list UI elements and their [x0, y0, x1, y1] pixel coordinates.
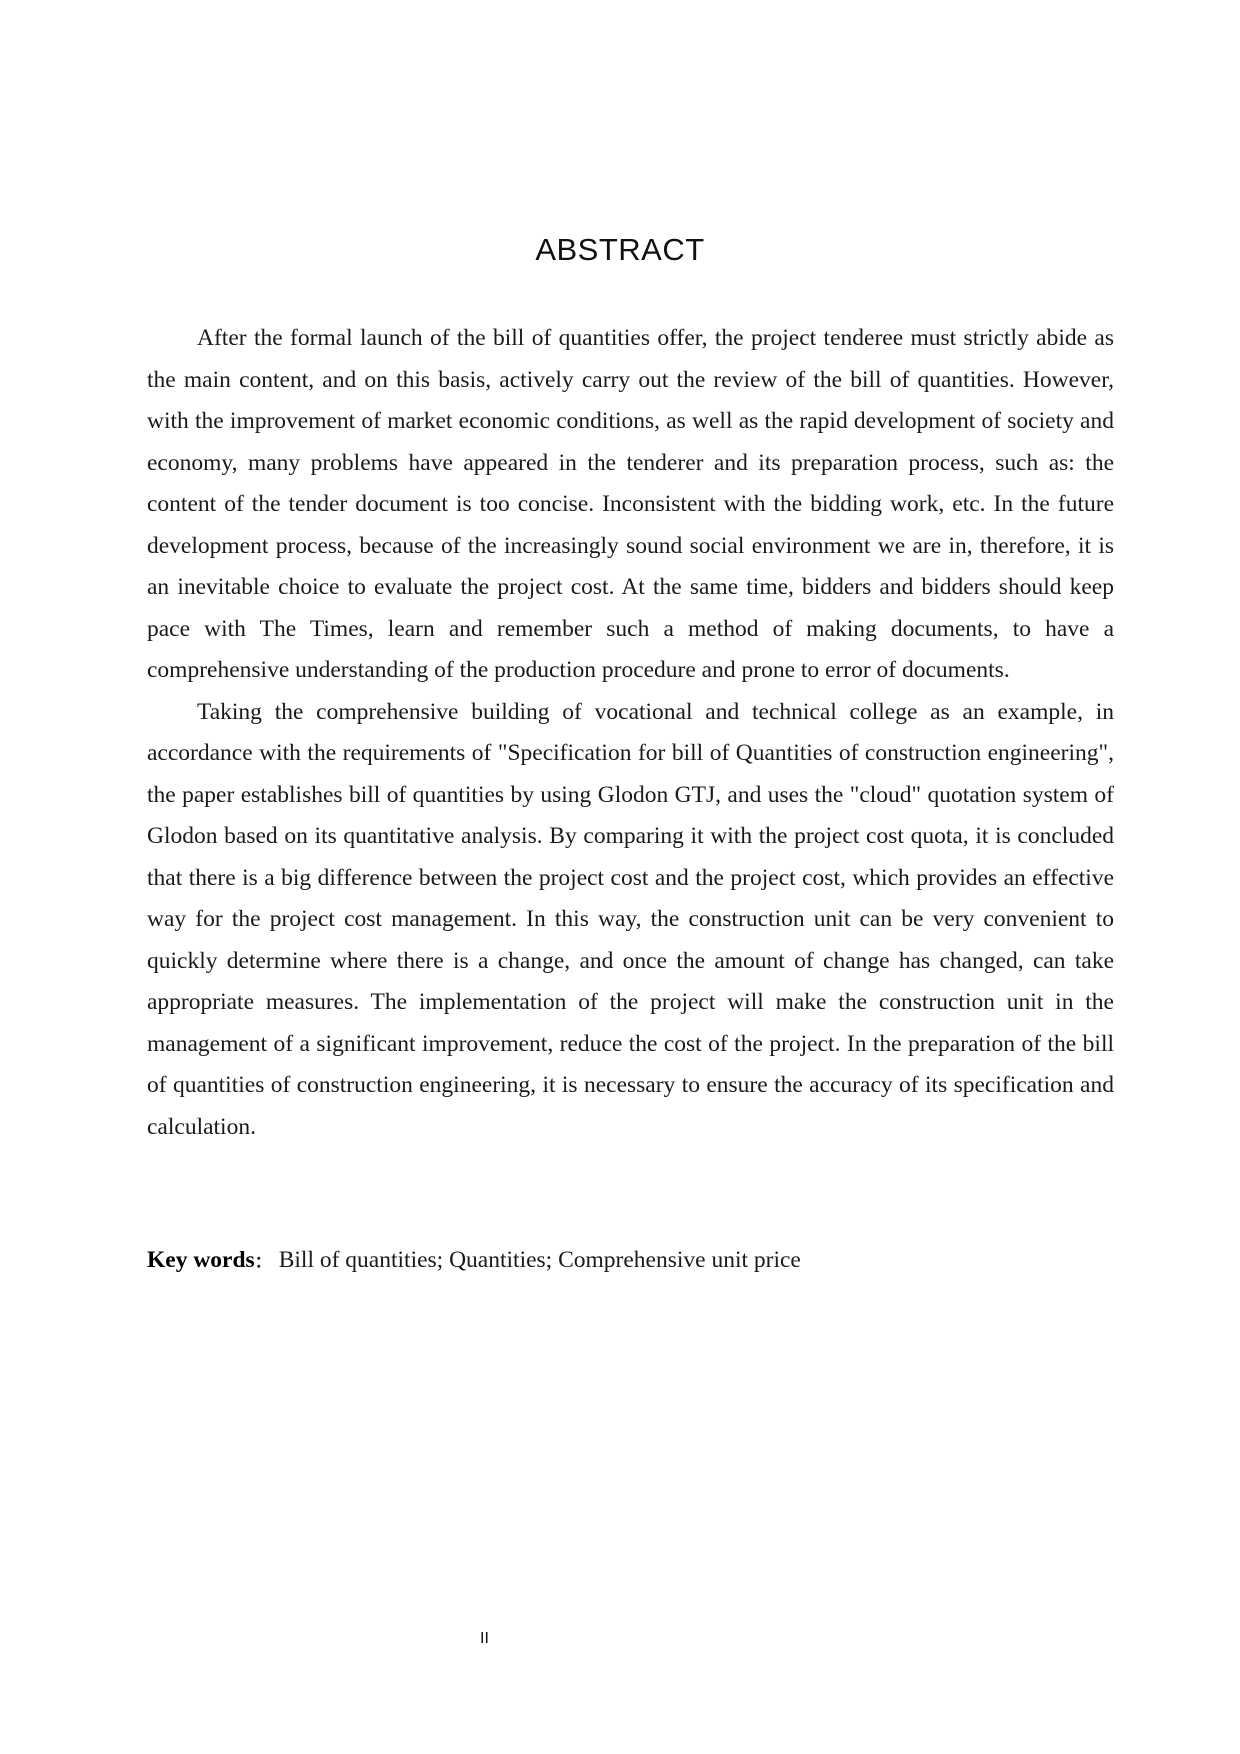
abstract-body: After the formal launch of the bill of q… — [147, 318, 1114, 1148]
keywords-value: Bill of quantities; Quantities; Comprehe… — [278, 1247, 801, 1273]
keywords-line: Key words： Bill of quantities; Quantities… — [147, 1240, 801, 1284]
keywords-label: Key words — [147, 1247, 255, 1273]
abstract-paragraph-2: Taking the comprehensive building of voc… — [147, 698, 1114, 1140]
page-number: II — [480, 1630, 489, 1647]
keywords-separator: ： — [254, 1254, 271, 1271]
abstract-title: ABSTRACT — [535, 232, 705, 267]
abstract-paragraph-1: After the formal launch of the bill of q… — [147, 325, 1114, 683]
